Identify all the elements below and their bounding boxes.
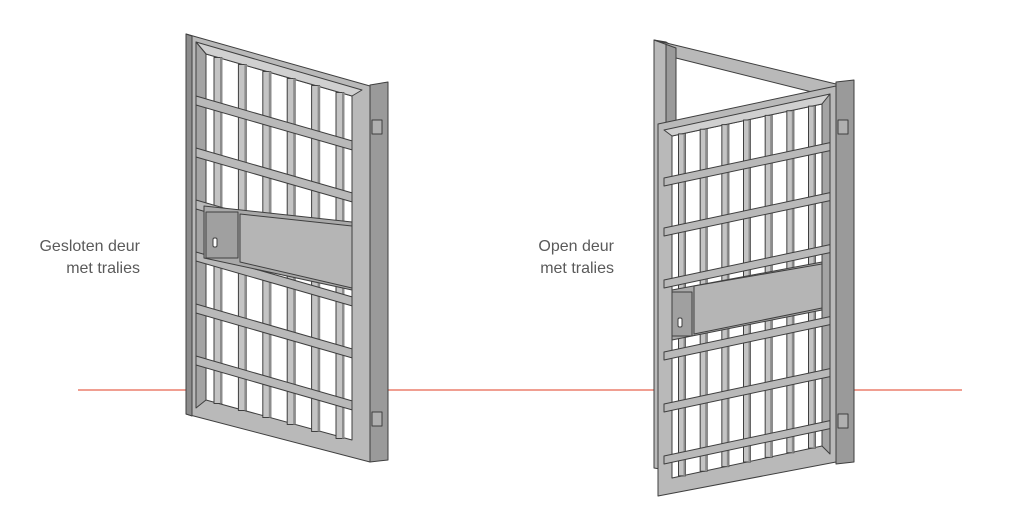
open-door-lock-box [671,291,693,337]
open-door-caption-line1: Open deur [538,238,614,255]
open-door-rail [663,192,831,237]
closed-door-caption: Gesloten deur met tralies [39,236,140,280]
open-door-rail [663,316,831,361]
closed-door-hinge-top [371,119,383,135]
keyhole-icon [212,237,218,248]
open-door-hinge-bottom [837,413,849,429]
open-door-rail [663,244,831,289]
closed-door-frame-left-edge [185,33,193,417]
closed-door-rail [195,251,353,307]
open-door-frame-side [835,79,855,465]
open-door-hinge-top [837,119,849,135]
open-door-rail [663,368,831,413]
keyhole-icon [677,317,683,328]
open-door-frame-top [653,39,837,99]
open-door-caption-line2: met tralies [540,260,614,277]
closed-door-rail [195,355,353,411]
open-door-caption: Open deur met tralies [538,236,614,280]
closed-door-rail [195,147,353,203]
closed-door-frame-side [369,81,389,463]
closed-door-lock-box [205,211,239,259]
closed-door-rail [195,303,353,359]
closed-barred-door-icon [185,33,389,463]
closed-door-rail [195,95,353,151]
open-door-lock-plate [693,263,823,335]
closed-door-caption-line1: Gesloten deur [39,238,140,255]
closed-door-lock-plate [239,213,353,289]
closed-door-bevel-left [195,41,207,409]
open-barred-door-icon [653,39,855,497]
open-door-rail [663,420,831,465]
open-door-leaf-bevel-right [821,93,831,455]
closed-door-caption-line2: met tralies [66,260,140,277]
open-door-rail [663,142,831,187]
closed-door-hinge-bottom [371,411,383,427]
open-door-rails [663,142,831,465]
